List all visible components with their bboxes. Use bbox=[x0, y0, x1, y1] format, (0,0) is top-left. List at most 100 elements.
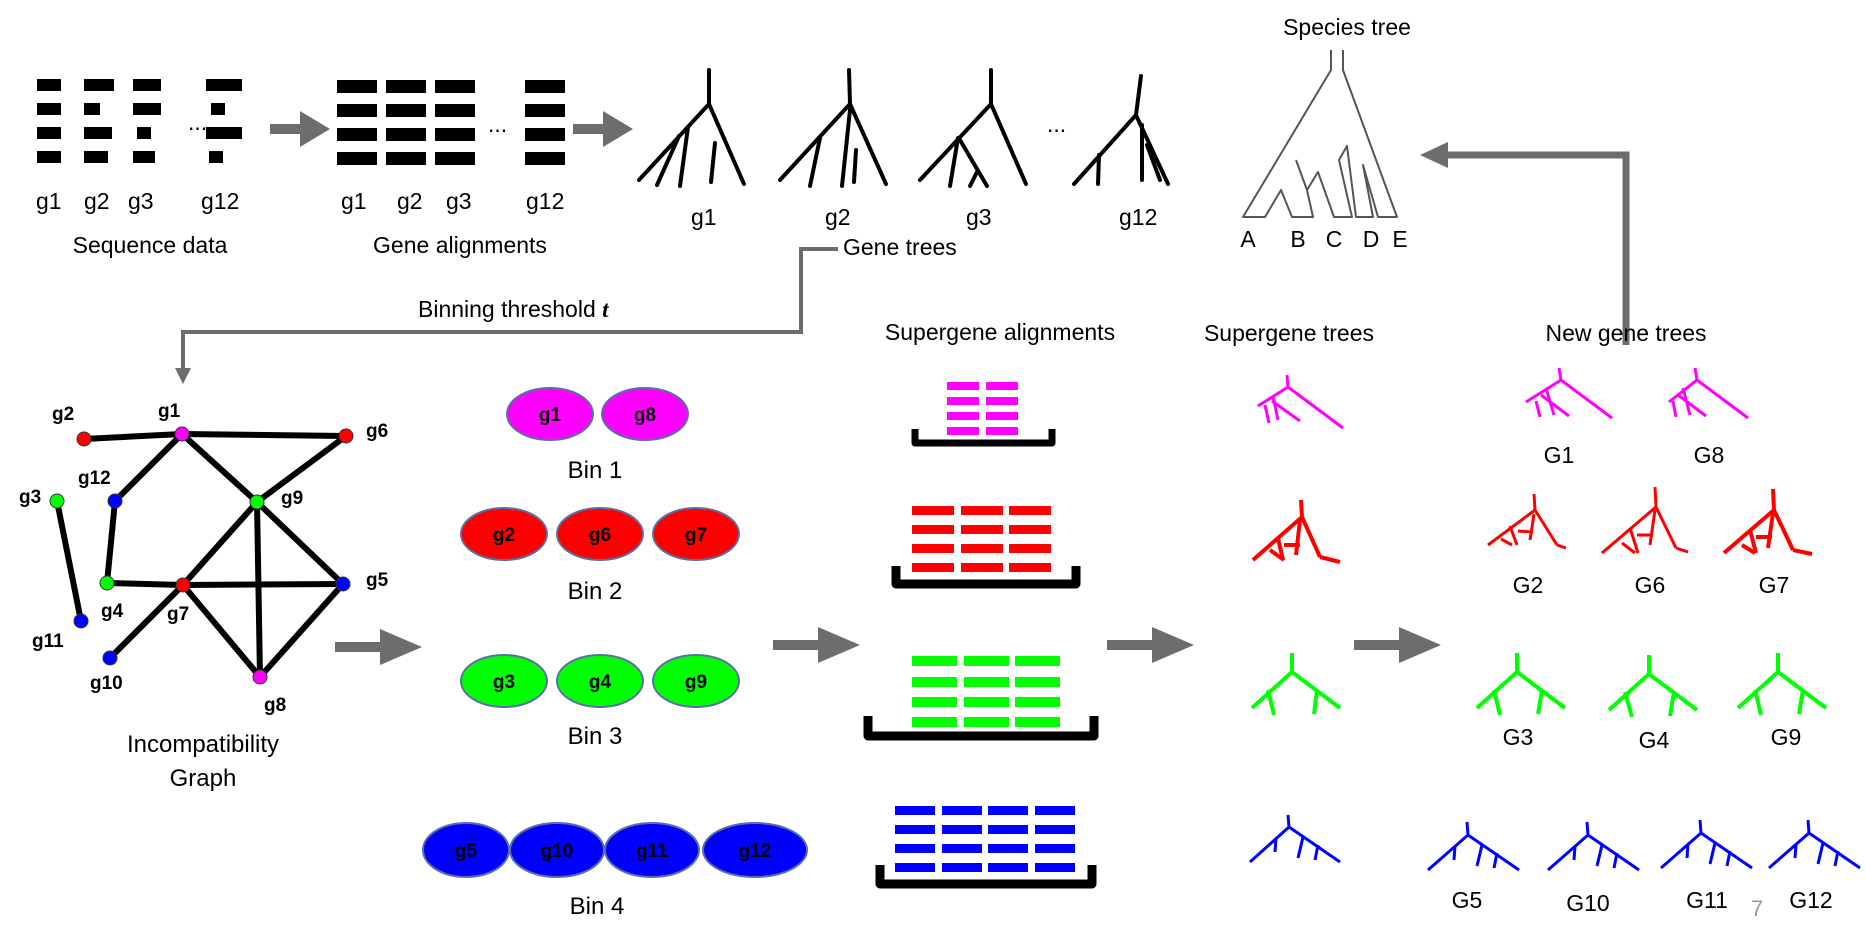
gene-tree-g1-icon bbox=[637, 68, 746, 188]
alignment-label-g2: g2 bbox=[397, 188, 423, 214]
bin2-gene-g6-label: g6 bbox=[589, 525, 611, 546]
new-gene-tree-g6-icon bbox=[1601, 486, 1689, 555]
new-gene-tree-g1-icon bbox=[1525, 367, 1613, 420]
new-gene-tree-label-g5: G5 bbox=[1452, 887, 1483, 913]
binning-connector bbox=[175, 247, 838, 384]
new-gene-tree-g12-icon bbox=[1768, 819, 1861, 870]
gene-alignments-caption: Gene alignments bbox=[373, 232, 547, 258]
page-number: 7 bbox=[1751, 896, 1763, 921]
arrow-graph-to-bins bbox=[335, 629, 422, 665]
new-gene-tree-g10-icon bbox=[1547, 821, 1640, 872]
species-tree-icon bbox=[1242, 50, 1398, 218]
bin3-gene-g4 bbox=[556, 654, 644, 708]
gene-tree-label-g12: g12 bbox=[1119, 204, 1157, 230]
gene-tree-g12-icon bbox=[1072, 74, 1170, 186]
alignments-ellipsis: ... bbox=[488, 111, 507, 137]
alignment-label-g3: g3 bbox=[446, 188, 472, 214]
alignment-label-g1: g1 bbox=[341, 188, 367, 214]
species-leaf-b: B bbox=[1290, 226, 1305, 252]
graph-node-g9 bbox=[249, 494, 265, 510]
graph-label-g10: g10 bbox=[90, 673, 123, 694]
new-gene-tree-label-g3: G3 bbox=[1503, 724, 1534, 750]
gene-tree-g3-icon bbox=[918, 68, 1028, 188]
bin1-label: Bin 1 bbox=[568, 457, 623, 484]
graph-node-g6 bbox=[338, 428, 354, 444]
supergene-tree-bin3-icon bbox=[1250, 653, 1342, 716]
new-gene-tree-label-g8: G8 bbox=[1694, 442, 1725, 468]
graph-node-g7 bbox=[175, 577, 191, 593]
gene-trees-caption: Gene trees bbox=[843, 234, 957, 260]
gene-trees-ellipsis: ... bbox=[1047, 111, 1066, 137]
new-gene-tree-label-g12: G12 bbox=[1789, 887, 1832, 913]
supergene-alignment-bin1 bbox=[911, 382, 1056, 447]
incompatibility-graph-nodes bbox=[49, 426, 354, 685]
graph-caption-line2: Graph bbox=[170, 765, 237, 792]
supergene-tree-bin2-icon bbox=[1251, 499, 1341, 564]
graph-node-g11 bbox=[73, 613, 89, 629]
bin3-gene-g9-label: g9 bbox=[685, 672, 707, 693]
sequence-label-g3: g3 bbox=[128, 188, 154, 214]
bin4-gene-g10-label: g10 bbox=[541, 841, 574, 862]
bin-1: g1 g8 Bin 1 bbox=[506, 387, 689, 484]
bin-3: g3 g4 g9 Bin 3 bbox=[460, 654, 740, 750]
new-gene-trees-title: New gene trees bbox=[1545, 320, 1706, 346]
new-gene-tree-label-g4: G4 bbox=[1639, 727, 1670, 753]
supergene-alignments-title: Supergene alignments bbox=[885, 319, 1115, 345]
graph-label-g5: g5 bbox=[366, 570, 389, 591]
new-gene-tree-g4-icon bbox=[1607, 655, 1699, 718]
bin1-gene-g1-label: g1 bbox=[539, 405, 562, 426]
arrow-newtrees-to-species bbox=[1420, 142, 1630, 345]
arrow-alignments-to-trees bbox=[573, 111, 633, 147]
arrow-alignments-to-supertrees bbox=[1107, 627, 1194, 663]
sequence-label-g2: g2 bbox=[84, 188, 110, 214]
species-tree-title: Species tree bbox=[1283, 14, 1411, 40]
sequence-label-g12: g12 bbox=[201, 188, 239, 214]
sequence-label-g1: g1 bbox=[36, 188, 62, 214]
arrow-sequence-to-alignments bbox=[270, 111, 330, 147]
bin3-gene-g9 bbox=[652, 654, 740, 708]
new-gene-tree-label-g10: G10 bbox=[1566, 890, 1609, 916]
sequence-data-icon bbox=[37, 79, 242, 163]
new-gene-tree-g7-icon bbox=[1722, 488, 1813, 556]
bin2-label: Bin 2 bbox=[568, 578, 623, 605]
binning-threshold-label: Binning threshold t bbox=[418, 296, 609, 322]
bin3-gene-g3 bbox=[460, 654, 548, 708]
gene-tree-label-g1: g1 bbox=[691, 204, 717, 230]
bin4-label: Bin 4 bbox=[570, 893, 625, 920]
graph-node-g4 bbox=[99, 575, 115, 591]
graph-node-g5 bbox=[335, 576, 351, 592]
arrow-bins-to-alignments bbox=[773, 627, 860, 663]
supergene-alignment-bin3 bbox=[863, 656, 1099, 741]
bin2-gene-g7 bbox=[652, 507, 740, 561]
new-gene-tree-label-g1: G1 bbox=[1544, 442, 1575, 468]
gene-tree-g2-icon bbox=[778, 68, 888, 188]
graph-node-g3 bbox=[49, 493, 65, 509]
graph-label-g3: g3 bbox=[19, 487, 41, 508]
gene-tree-label-g2: g2 bbox=[825, 204, 851, 230]
incompatibility-graph-edges bbox=[54, 431, 349, 680]
graph-node-g10 bbox=[102, 650, 118, 666]
bin4-gene-g11-label: g11 bbox=[636, 841, 668, 862]
bin4-gene-g12 bbox=[702, 822, 808, 878]
bin2-gene-g2-label: g2 bbox=[493, 525, 515, 546]
bin1-gene-g8 bbox=[601, 387, 689, 441]
graph-caption-line1: Incompatibility bbox=[127, 731, 279, 758]
graph-label-g6: g6 bbox=[366, 421, 388, 442]
graph-label-g7: g7 bbox=[167, 604, 189, 625]
bin1-gene-g8-label: g8 bbox=[634, 405, 656, 426]
bin3-gene-g3-label: g3 bbox=[493, 672, 515, 693]
graph-node-g12 bbox=[107, 493, 123, 509]
species-leaf-e: E bbox=[1392, 226, 1407, 252]
graph-label-g9: g9 bbox=[281, 488, 303, 509]
bin2-gene-g7-label: g7 bbox=[685, 525, 707, 546]
graph-node-g2 bbox=[76, 431, 92, 447]
new-gene-tree-g2-icon bbox=[1487, 493, 1567, 550]
bin4-gene-g5-label: g5 bbox=[455, 841, 478, 862]
arrow-supertrees-to-newtrees bbox=[1354, 627, 1441, 663]
graph-node-g8 bbox=[252, 669, 268, 685]
new-gene-tree-label-g11: G11 bbox=[1686, 887, 1728, 913]
supergene-tree-bin1-icon bbox=[1257, 374, 1344, 430]
graph-node-g1 bbox=[174, 426, 190, 442]
bin1-gene-g1 bbox=[506, 387, 594, 441]
